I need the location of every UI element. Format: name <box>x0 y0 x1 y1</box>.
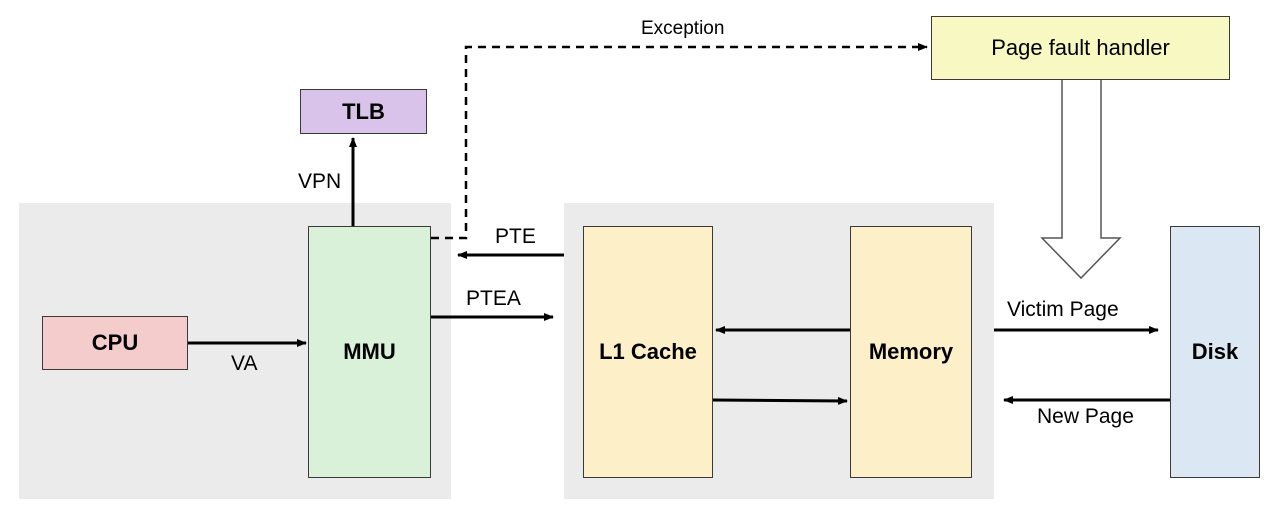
label-exception: Exception <box>641 18 725 39</box>
label-new-page: New Page <box>1037 405 1134 428</box>
label-victim-page: Victim Page <box>1007 298 1119 321</box>
l1-cache-box: L1 Cache <box>583 226 713 478</box>
label-ptea: PTEA <box>466 287 521 310</box>
hollow-down-arrow <box>1040 80 1122 280</box>
arrow-cache-to-memory <box>712 396 848 405</box>
label-pte: PTE <box>495 225 536 248</box>
arrow-exception <box>431 43 928 240</box>
mmu-box: MMU <box>308 226 431 478</box>
label-vpn: VPN <box>298 170 342 193</box>
tlb-box: TLB <box>300 89 427 134</box>
memory-box: Memory <box>850 226 972 478</box>
cpu-box: CPU <box>42 316 188 370</box>
label-va: VA <box>231 352 258 375</box>
page-fault-handler-box: Page fault handler <box>931 16 1230 80</box>
disk-box: Disk <box>1170 226 1260 478</box>
